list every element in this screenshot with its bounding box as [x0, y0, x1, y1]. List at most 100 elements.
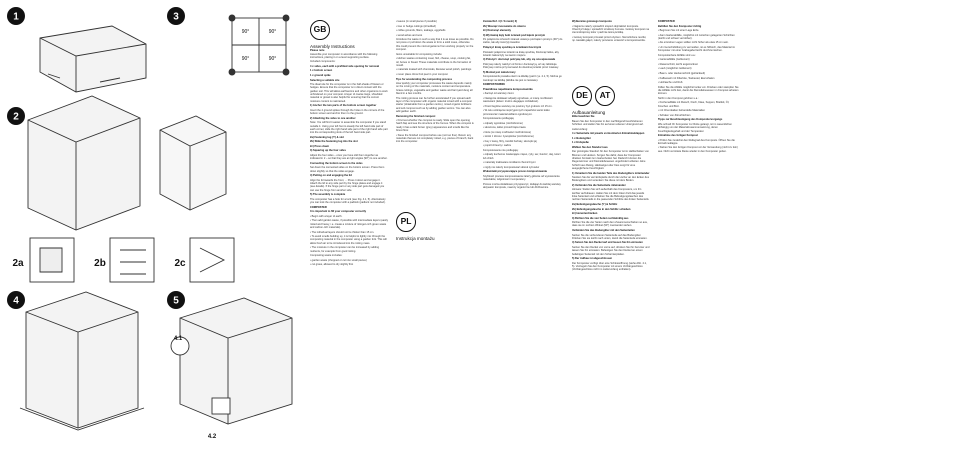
paragraph: 1 x Bodengitter — [572, 136, 591, 140]
paragraph: • Prüfen Sie zunächst den Reifegrad des … — [658, 138, 735, 145]
paragraph: • Baum- oder Heckenschnitt (gehäckselt) — [658, 72, 706, 75]
gb-title: Assembly Instructions — [310, 44, 355, 49]
paragraph: Adjust the four sides – once you have sl… — [310, 153, 388, 161]
paragraph: Der Komposter verfügt über eine Schlossö… — [572, 261, 647, 272]
pl2-body: Wybieranie gotowego kompostu• Najpierw n… — [572, 20, 650, 42]
paragraph: • Zacząć od warstwy ziemi. — [483, 92, 515, 96]
paragraph: The composter has a hole for a lock (see… — [310, 197, 386, 205]
language-badge-de: DE — [572, 86, 592, 106]
column-gb-2: • leaves (in small pieces if possible) • … — [396, 20, 474, 210]
paragraph: • Begin with a layer of earth. — [310, 214, 343, 218]
paragraph: • Laub (möglichst zerkleinert) — [658, 67, 692, 71]
paragraph: 2) Attaching the sides to one another — [310, 116, 356, 120]
paragraph: • W celu uniknięcia nieprzyjemnych zapac… — [483, 109, 550, 116]
paragraph: Kompostowaniu podlegają: — [483, 117, 515, 121]
paragraph: Removing the finished compost — [396, 114, 436, 118]
paragraph: Połączyć kratę spodnią ze ściankami bocz… — [483, 46, 542, 49]
paragraph: Nicht in den Kompost gehören u.a.: — [658, 96, 699, 100]
paragraph: Align the lid towards the front, ... Pre… — [310, 178, 385, 192]
column-pl-head: PL Instrukcja montażu — [396, 212, 474, 446]
paragraph: 2c) Herunterdrücken — [572, 212, 598, 216]
paragraph: 3) Wyrównaj kąty boki ścianek pod kątem … — [483, 33, 546, 37]
paragraph: COMPOSTER — [310, 205, 327, 209]
paragraph: Der günstigste Standort für den Komposte… — [572, 150, 649, 170]
paragraph: Richten Sie die vier Seiten nach dem Zus… — [572, 221, 648, 228]
paragraph: Kompostownik posiada otwór na kłódkę (pa… — [483, 75, 562, 82]
paragraph: • Gartenabfälle (zerkleinert) — [658, 58, 690, 62]
paragraph: Tips for accelerating the composting pro… — [396, 77, 453, 81]
svg-text:5: 5 — [173, 296, 179, 307]
de-title: Aufbauanleitung — [572, 110, 606, 115]
paragraph: • Sieben Sie den fertigen Kompost vor de… — [658, 146, 738, 153]
paragraph: Wskazówki przyspieszające proces kompost… — [483, 170, 547, 174]
paragraph: • cut grass, allowed to dry slightly fir… — [310, 263, 354, 267]
gb-body: Assemble your composter in accordance wi… — [310, 53, 388, 267]
paragraph: 5) Der Aufbau ist abgeschlossen — [572, 257, 613, 261]
figure-step-2 — [27, 95, 227, 231]
paragraph: • dann Gartenabfälle, möglichst mit zwis… — [658, 33, 735, 40]
paragraph: Hinweis: Stellen Sie sich außerhalb des … — [572, 188, 650, 202]
paragraph: Szybkość procesu kompostowania zależy gł… — [483, 174, 560, 182]
paragraph: • ścinki z drzew i żywopłotów (rozdrobni… — [483, 135, 534, 139]
step-badge-3: 3 — [167, 7, 185, 25]
detail-label-2b: 2b — [94, 258, 106, 269]
figure-step-3 — [228, 14, 290, 76]
paragraph: 5) The assembly is complete — [310, 193, 346, 197]
paragraph: Füllen Sie die Abfälle möglichst locker … — [658, 85, 739, 96]
language-header-pl: PL — [396, 212, 474, 234]
paragraph: The ideal site for the composter is in t… — [310, 83, 388, 103]
paragraph: Postawić połączone ścianki na kratę spod… — [483, 50, 559, 57]
step-badge-5: 5 — [167, 291, 185, 309]
language-badge-gb: GB — [310, 20, 330, 40]
paragraph: It is important to fill your composter c… — [310, 210, 367, 214]
paragraph: The rotting process can be further accel… — [396, 96, 472, 113]
paragraph: 4) Putting on and engaging the lid — [310, 174, 352, 178]
paragraph: • Poszczególne warstwy nie powinny być g… — [483, 104, 553, 108]
paragraph: Insert the 4 ground spikes through the h… — [310, 108, 385, 116]
paragraph: • mit Chemikalien behandelte Materialien — [658, 109, 706, 113]
paragraph: Introduce the waste in such a way that i… — [396, 38, 474, 52]
paragraph: 1) Anchor the two parts of the bottom sc… — [310, 104, 377, 108]
paragraph: • Sieve the finished compost before use … — [396, 133, 474, 144]
column-gb-1: GB Assembly Instructions Please note Ass… — [310, 20, 388, 445]
paragraph: 3) Squaring up the four sides — [310, 149, 346, 153]
paragraph: • Küchenabfälle mit Fleisch, Fisch, Käse… — [658, 101, 730, 108]
angle-label-br: 90° — [269, 56, 277, 62]
paragraph: • leaves (in small pieces if possible) — [396, 20, 437, 23]
paragraph: Po połączeniu czterech ścianek ustaw je … — [483, 38, 563, 45]
pl-body: Zestaw Ref. 4 (1 % mesh) 2)2b) Wsunąć mo… — [483, 20, 563, 189]
paragraph: • The moisture in the composter can be i… — [310, 246, 380, 253]
paragraph: • odpady ogrodowe (rozdrobnione) — [483, 121, 523, 125]
paragraph: • Rasenschnitt, leicht angetrocknet — [658, 62, 698, 66]
figure-step-1 — [39, 25, 147, 93]
figure-step-4 — [19, 291, 145, 431]
paragraph: 2b) Wsunąć mocowanie do otworu — [483, 24, 526, 28]
paragraph: Setzen Sie die verbundenen Seitenteile a… — [572, 233, 648, 240]
paragraph: Set down the connected sides on the bott… — [310, 166, 385, 173]
paragraph: Verbinden Sie das Bodengitter mit den Se… — [572, 229, 635, 233]
paragraph: Entnahme des fertigen Kompost — [658, 134, 698, 138]
paragraph: • kitchen wastes containing meat, fish, … — [396, 57, 472, 67]
column-pl-1: Zestaw Ref. 4 (1 % mesh) 2)2b) Wsunąć mo… — [483, 20, 563, 445]
pl-title: Instrukcja montażu — [396, 236, 435, 241]
paragraph: • To avoid smells building up, it is hel… — [310, 235, 387, 245]
paragraph: Proces można dodatkowo przyspieszyć, dod… — [483, 182, 561, 190]
detail-label-2a: 2a — [12, 258, 24, 269]
paragraph: Stecken Sie die vier Erdspieße durch die… — [572, 176, 649, 183]
paragraph: Lieferumfang: — [572, 127, 588, 131]
paragraph: Pokrywę należy nałożyć od frontu i docis… — [483, 62, 559, 70]
paragraph: Included components: — [310, 60, 336, 64]
paragraph: 4 x Seitenteile mit jeweils vormontierte… — [572, 132, 645, 136]
paragraph: KOMPOSTOWNIK — [483, 83, 505, 87]
svg-text:3: 3 — [173, 12, 179, 23]
paragraph: Befüllen Sie den Komposter richtig — [658, 24, 702, 28]
step-badge-4: 4 — [7, 291, 25, 309]
paragraph: 1 x ground spike — [310, 74, 331, 78]
paragraph: Selecting a suitable site — [310, 78, 340, 82]
paragraph: Composting waste includes: — [310, 254, 343, 258]
paragraph: Note: You will find it easier to assembl… — [310, 121, 388, 135]
